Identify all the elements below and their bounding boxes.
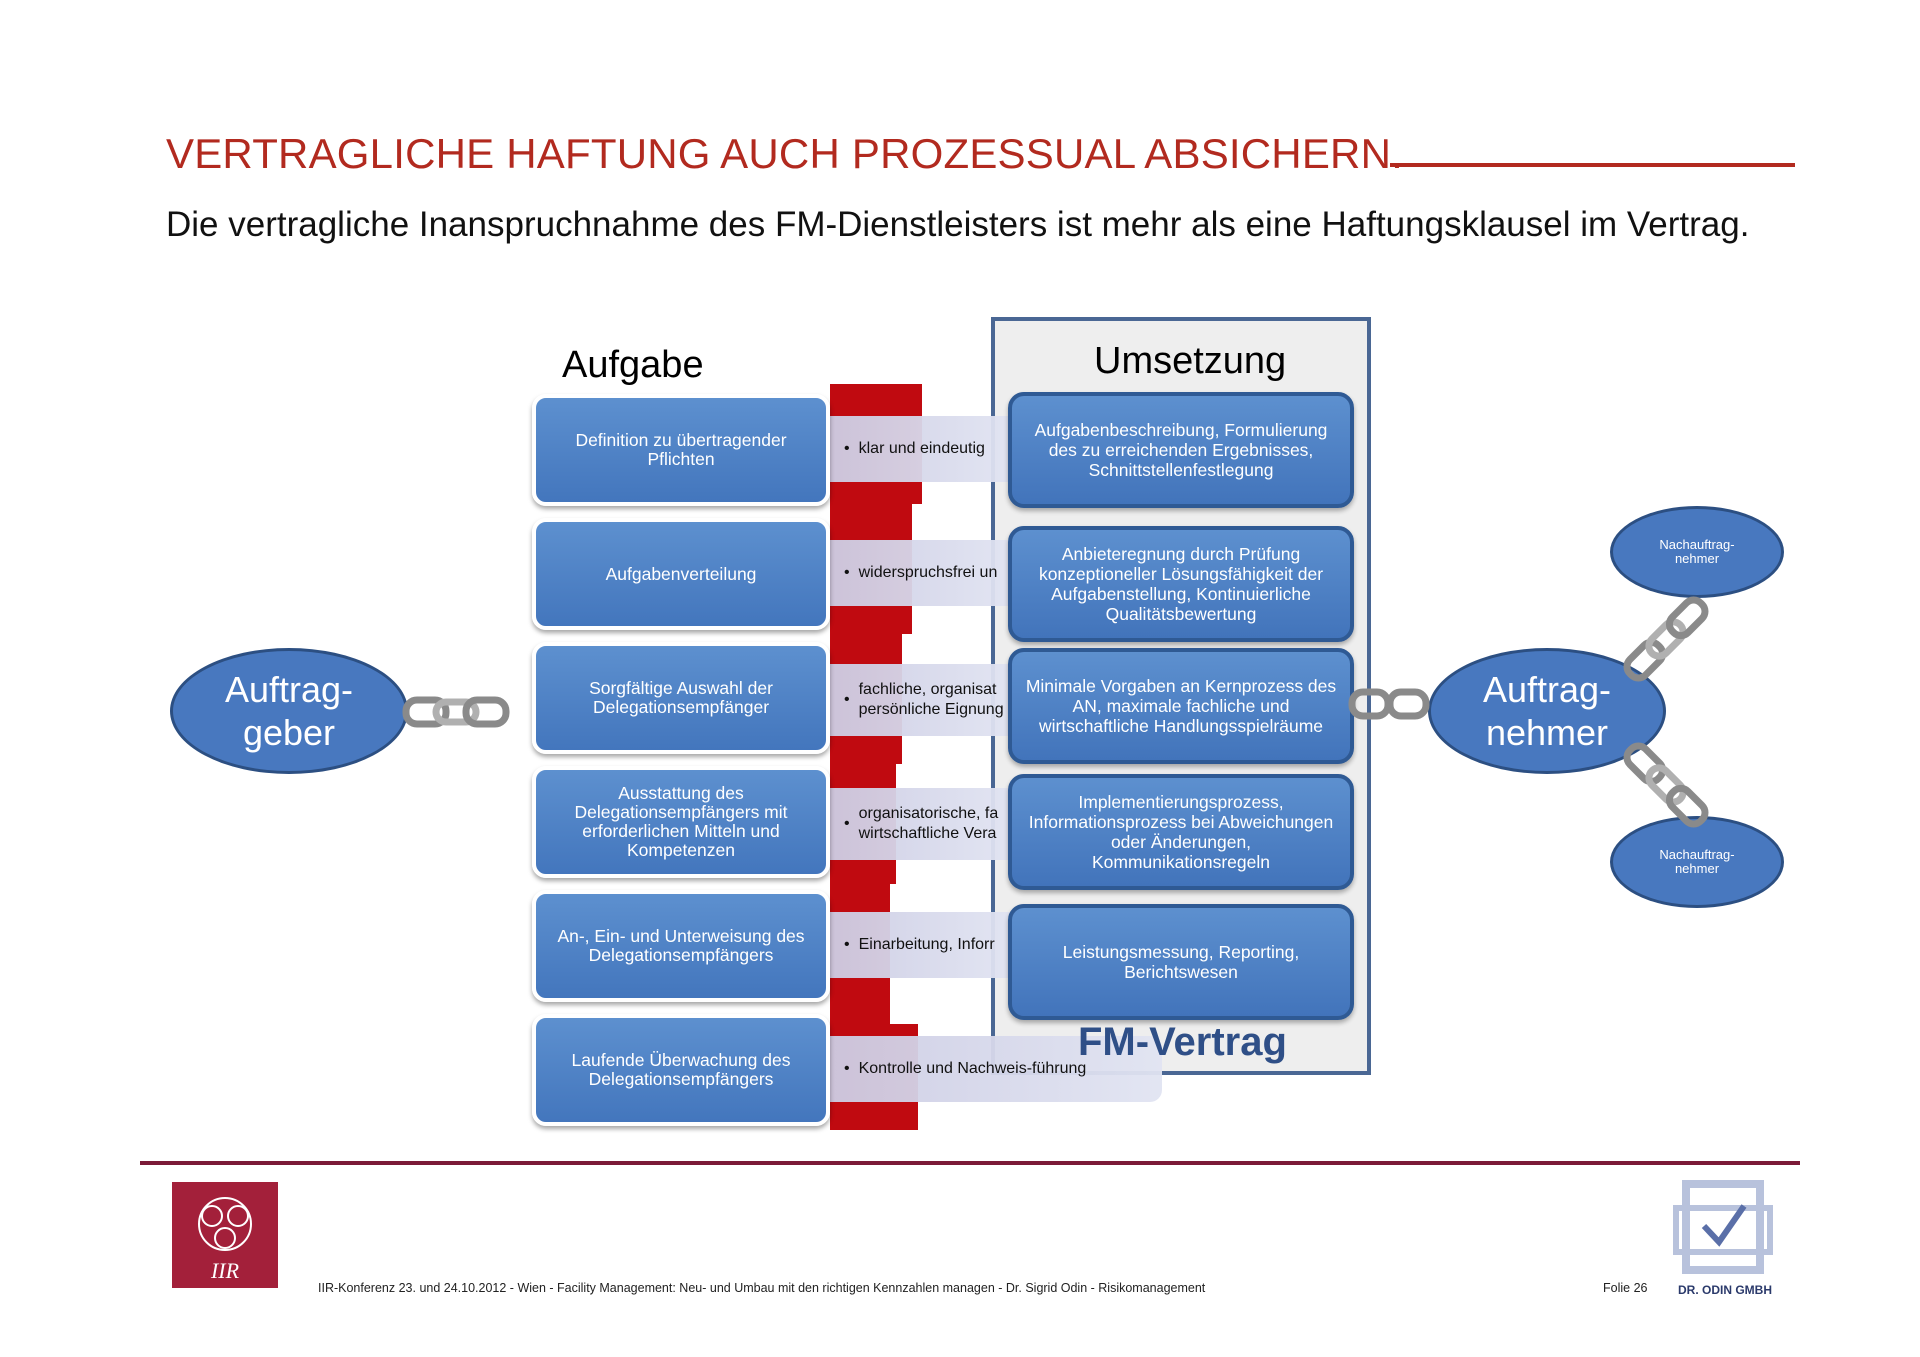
auftraggeber-ellipse: Auftrag- geber: [170, 648, 408, 774]
task-box-1: Definition zu übertragender Pflichten: [532, 394, 830, 506]
implementation-box-1: Aufgabenbeschreibung, Formulierung des z…: [1008, 392, 1354, 508]
task-box-5: An-, Ein- und Unterweisung des Delegatio…: [532, 890, 830, 1002]
bullet-band: •organisatorische, fa wirtschaftliche Ve…: [830, 788, 1014, 860]
chain-icon: [1623, 742, 1709, 828]
umsetzung-heading: Umsetzung: [1094, 340, 1287, 382]
bullet-band: •Einarbeitung, Inforr: [830, 912, 1014, 978]
nachauftragnehmer-bottom-ellipse: Nachauftrag- nehmer: [1610, 816, 1784, 908]
implementation-box-5: Leistungsmessung, Reporting, Berichtswes…: [1008, 904, 1354, 1020]
chain-icon: [1623, 596, 1709, 682]
fm-vertrag-label: FM-Vertrag: [1078, 1020, 1287, 1064]
odin-checkmark-logo: [1673, 1180, 1773, 1274]
bullet-text: klar und eindeutig: [858, 440, 985, 457]
bullet-band: •fachliche, organisat persönliche Eignun…: [830, 664, 1014, 736]
iir-logo: IIR: [172, 1182, 278, 1288]
auftragnehmer-label: Auftrag- nehmer: [1482, 669, 1612, 753]
bullet-text: Kontrolle und Nachweis-führung: [858, 1060, 1087, 1077]
slide-title: VERTRAGLICHE HAFTUNG AUCH PROZESSUAL ABS…: [166, 130, 1403, 177]
red-staircase: [830, 384, 922, 1130]
nachauftragnehmer-top-label: Nachauftrag- nehmer: [1659, 537, 1735, 566]
implementation-box-3: Minimale Vorgaben an Kernprozess des AN,…: [1008, 648, 1354, 764]
nachauftragnehmer-bottom-label: Nachauftrag- nehmer: [1659, 847, 1735, 876]
bullet-text: organisatorische, fa wirtschaftliche Ver…: [858, 805, 999, 842]
task-box-3: Sorgfältige Auswahl der Delegationsempfä…: [532, 642, 830, 754]
title-underline: [1390, 163, 1795, 167]
bullet-text: widerspruchsfrei un: [858, 564, 998, 581]
implementation-box-2: Anbieteregnung durch Prüfung konzeptione…: [1008, 526, 1354, 642]
odin-company-label: DR. ODIN GMBH: [1678, 1283, 1772, 1297]
task-box-2: Aufgabenverteilung: [532, 518, 830, 630]
implementation-box-4: Implementierungsprozess, Informationspro…: [1008, 774, 1354, 890]
iir-logo-text: IIR: [210, 1258, 240, 1283]
task-box-6: Laufende Überwachung des Delegationsempf…: [532, 1014, 830, 1126]
chain-icon: [402, 696, 510, 728]
bullet-band: •klar und eindeutig: [830, 416, 1014, 482]
auftraggeber-label: Auftrag- geber: [224, 669, 354, 753]
chain-icon: [1348, 688, 1430, 720]
iir-emblem-icon: [198, 1197, 252, 1251]
nachauftragnehmer-top-ellipse: Nachauftrag- nehmer: [1610, 506, 1784, 598]
footer-divider: [140, 1161, 1800, 1165]
slide-number: Folie 26: [1603, 1281, 1648, 1295]
footer-text: IIR-Konferenz 23. und 24.10.2012 - Wien …: [318, 1281, 1206, 1295]
bullet-text: Einarbeitung, Inforr: [858, 936, 995, 953]
bullet-text: fachliche, organisat persönliche Eignung: [858, 681, 1004, 718]
bullet-band: •Kontrolle und Nachweis-führung: [830, 1036, 1162, 1102]
task-box-4: Ausstattung des Delegationsempfängers mi…: [532, 766, 830, 878]
slide-subtitle: Die vertragliche Inanspruchnahme des FM-…: [166, 205, 1750, 244]
bullet-band: •widerspruchsfrei un: [830, 540, 1014, 606]
aufgabe-heading: Aufgabe: [562, 344, 704, 386]
